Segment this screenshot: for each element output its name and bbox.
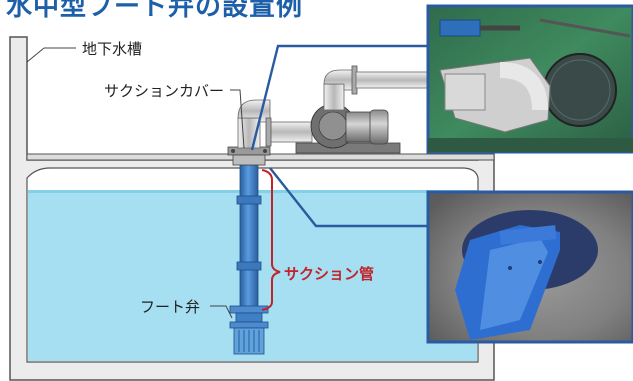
page-title: 水中型フート弁の設置例 xyxy=(6,0,304,22)
suction-cover-photo xyxy=(426,190,633,344)
pump-room-photo xyxy=(426,4,633,154)
pump-unit xyxy=(295,65,429,154)
suction-pipe-label: サクション管 xyxy=(284,265,375,283)
suction-cover-label: サクションカバー xyxy=(104,82,225,100)
suction-cover-shape xyxy=(227,146,271,166)
photo-callout-lines xyxy=(250,44,428,228)
suction-pipe-bracket xyxy=(261,169,281,311)
suction-pipe xyxy=(236,164,262,309)
tank-label: 地下水槽 xyxy=(82,40,143,58)
foot-valve-shape xyxy=(229,305,269,355)
foot-valve-label: フート弁 xyxy=(140,298,201,316)
leader-lines xyxy=(26,47,245,319)
horizontal-pipe xyxy=(267,121,313,143)
